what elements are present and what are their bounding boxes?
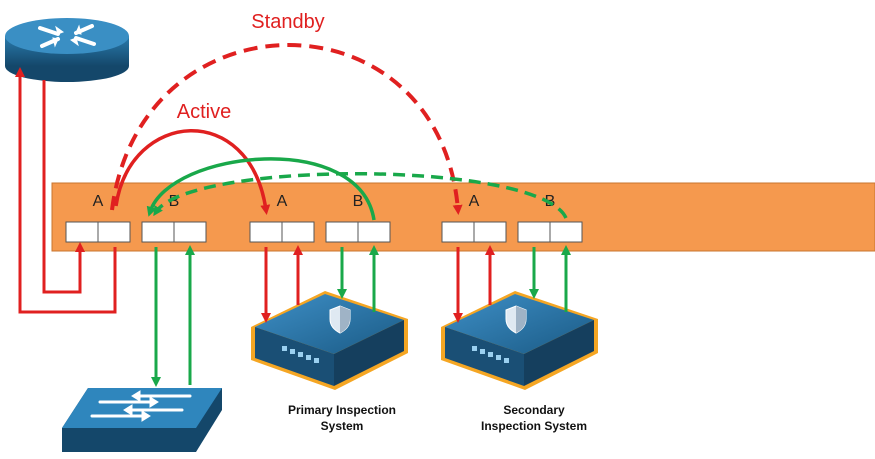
active-path-arc bbox=[114, 129, 271, 215]
secondary-return-arc bbox=[153, 172, 568, 219]
standby-path-arc bbox=[110, 43, 463, 215]
router-uplink-red bbox=[15, 67, 117, 314]
port-label-a3: A bbox=[469, 193, 480, 210]
port-group-b2 bbox=[325, 221, 391, 243]
router-icon bbox=[5, 18, 129, 82]
standby-label: Standby bbox=[251, 11, 324, 33]
port-label-b1: B bbox=[169, 193, 180, 210]
switch-link-green bbox=[151, 245, 195, 387]
secondary-caption-line1: Secondary bbox=[503, 403, 565, 417]
switch-icon bbox=[62, 388, 222, 452]
secondary-inspection-caption: Secondary Inspection System bbox=[452, 402, 616, 434]
secondary-inspection-icon bbox=[441, 291, 598, 390]
active-label: Active bbox=[177, 101, 231, 123]
port-group-a2 bbox=[249, 221, 315, 243]
primary-caption-line1: Primary Inspection bbox=[287, 403, 397, 417]
port-group-a1 bbox=[65, 221, 131, 243]
port-group-b1 bbox=[141, 221, 207, 243]
port-group-a3 bbox=[441, 221, 507, 243]
secondary-links bbox=[453, 245, 571, 323]
primary-caption-line2: System bbox=[320, 419, 364, 433]
secondary-caption-line2: Inspection System bbox=[480, 419, 588, 433]
port-label-a1: A bbox=[93, 193, 104, 210]
port-label-a2: A bbox=[277, 193, 288, 210]
primary-return-arc bbox=[146, 157, 376, 221]
port-group-b3 bbox=[517, 221, 583, 243]
primary-inspection-caption: Primary Inspection System bbox=[262, 402, 422, 434]
primary-inspection-icon bbox=[251, 291, 408, 390]
primary-links bbox=[261, 245, 379, 323]
port-label-b2: B bbox=[353, 193, 364, 210]
